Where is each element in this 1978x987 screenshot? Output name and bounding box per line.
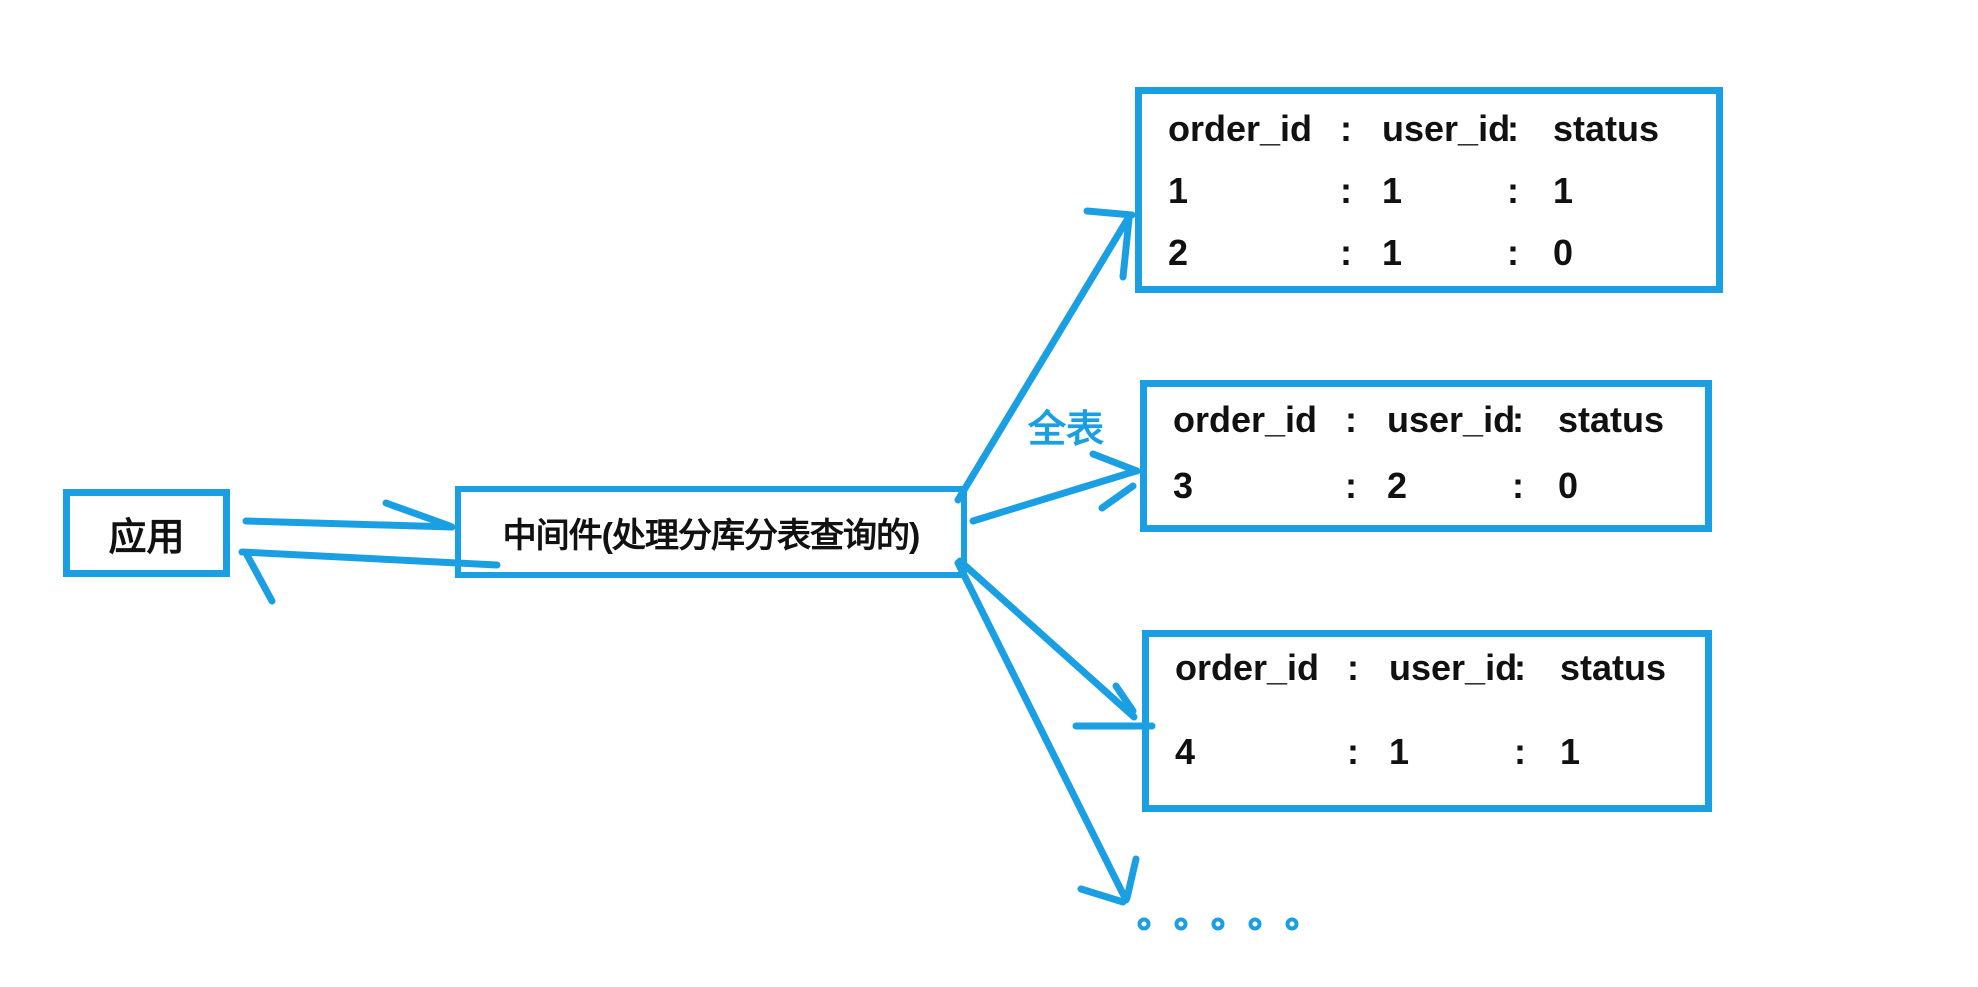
cell-user-id: 2 [1387,465,1408,506]
cell-separator: : [1347,731,1359,772]
table-row: 2 : 1 : 0 [1168,222,1716,284]
cell-order-id: 2 [1168,232,1189,273]
column-header-user-id: user_id [1382,108,1511,149]
cell-user-id: 1 [1382,170,1403,211]
header-separator: : [1514,647,1526,688]
column-header-status: status [1558,399,1665,440]
header-separator: : [1345,399,1357,440]
arrow-to-table-1 [954,207,1136,504]
shard-table-1: order_id : user_id : status 1 : 1 : 1 2 … [1135,87,1723,293]
header-separator: : [1340,108,1352,149]
cell-user-id: 1 [1382,232,1403,273]
column-header-order-id: order_id [1168,108,1313,149]
ellipsis-dot [1248,917,1262,931]
cell-status: 1 [1560,731,1581,772]
middleware-box-label: 中间件(处理分库分表查询的) [502,516,921,555]
arrow-full-table-to-table-2 [969,450,1141,525]
cell-separator: : [1514,731,1526,772]
arrow-app-to-middleware [242,499,456,531]
cell-separator: : [1340,170,1352,211]
header-separator: : [1507,108,1519,149]
column-header-order-id: order_id [1175,647,1320,688]
table-row: 3 : 2 : 0 [1173,453,1705,519]
ellipsis-dot [1137,917,1151,931]
cell-order-id: 1 [1168,170,1189,211]
cell-user-id: 1 [1389,731,1410,772]
header-separator: : [1512,399,1524,440]
arrow-to-more-tables [954,559,1140,906]
cell-order-id: 3 [1173,465,1194,506]
header-separator: : [1347,647,1359,688]
ellipsis-dot [1174,917,1188,931]
ellipsis-dot [1285,917,1299,931]
ellipsis-dots [1137,917,1299,931]
cell-separator: : [1345,465,1357,506]
cell-status: 1 [1553,170,1574,211]
cell-order-id: 4 [1175,731,1196,772]
table-header: order_id : user_id : status [1168,98,1716,160]
app-box: 应用 [63,489,230,577]
column-header-user-id: user_id [1387,399,1516,440]
table-header: order_id : user_id : status [1175,637,1705,699]
middleware-box: 中间件(处理分库分表查询的) [455,486,967,578]
shard-table-2: order_id : user_id : status 3 : 2 : 0 [1140,380,1712,532]
arrow-to-table-3 [956,557,1156,730]
cell-separator: : [1340,232,1352,273]
cell-status: 0 [1558,465,1579,506]
cell-status: 0 [1553,232,1574,273]
full-table-query-label: 全表 [1028,409,1105,451]
column-header-order-id: order_id [1173,399,1318,440]
ellipsis-dot [1211,917,1225,931]
table-header: order_id : user_id : status [1173,387,1705,453]
cell-separator: : [1507,232,1519,273]
table-row: 1 : 1 : 1 [1168,160,1716,222]
app-box-label: 应用 [108,516,185,559]
column-header-status: status [1553,108,1660,149]
table-row: 4 : 1 : 1 [1175,721,1705,783]
shard-table-3: order_id : user_id : status 4 : 1 : 1 [1142,630,1712,812]
column-header-user-id: user_id [1389,647,1518,688]
cell-separator: : [1507,170,1519,211]
cell-separator: : [1512,465,1524,506]
column-header-status: status [1560,647,1667,688]
